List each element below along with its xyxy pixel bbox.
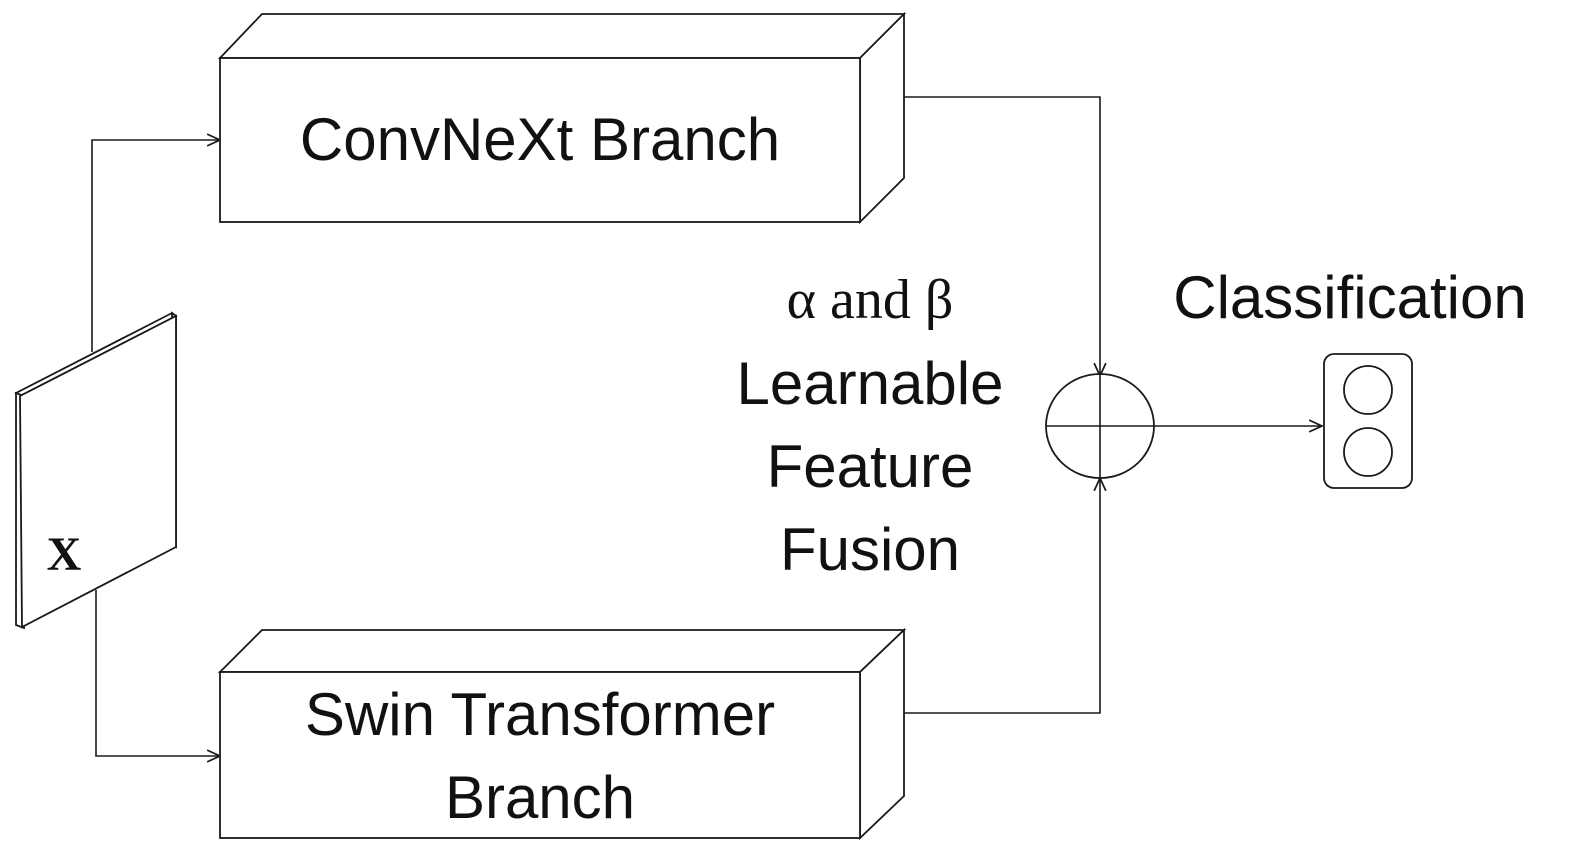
input-to-convnext-arrow (91, 140, 220, 352)
fusion-label-line3: Fusion (780, 516, 960, 583)
swin-to-fusion-arrow (904, 478, 1100, 714)
swin-branch-label-line1: Swin Transformer (305, 681, 775, 748)
input-image-plane (14, 311, 178, 630)
input-label: X (47, 528, 82, 581)
convnext-branch-block (217, 11, 907, 225)
convnext-to-fusion-arrow (904, 96, 1100, 376)
convnext-branch-label: ConvNeXt Branch (300, 106, 780, 173)
swin-branch-label-line2: Branch (445, 764, 635, 831)
fusion-label-line1: Learnable (737, 350, 1004, 417)
input-to-swin-arrow (95, 590, 220, 756)
fusion-add-node (1045, 373, 1155, 479)
classification-label: Classification (1173, 264, 1526, 331)
output-neurons-icon (1323, 353, 1413, 489)
fusion-label-line2: Feature (767, 433, 974, 500)
fusion-math-label: α and β (787, 269, 954, 331)
swin-branch-block (217, 627, 907, 841)
